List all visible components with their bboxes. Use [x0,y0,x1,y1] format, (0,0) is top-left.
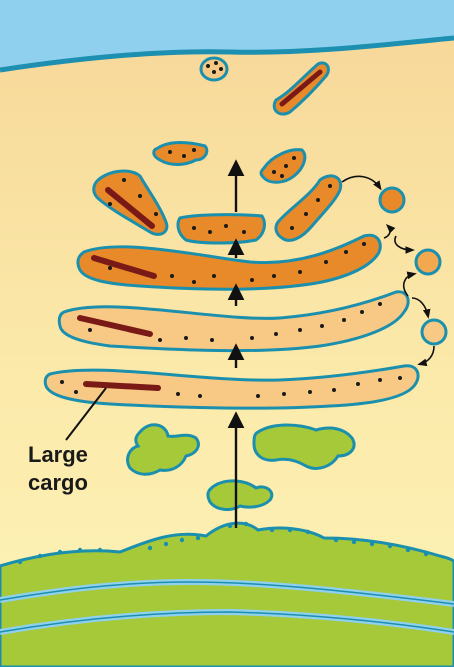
large-cargo-label-line2: cargo [28,470,88,495]
retrograde-vesicle-1 [380,188,404,212]
trans-cisterna-center [178,215,264,243]
secretory-vesicle [201,58,227,80]
retrograde-vesicle-3 [422,320,446,344]
retrograde-vesicle-2 [416,250,440,274]
large-cargo-label-line1: Large [28,442,88,467]
transport-fragment-left [154,143,207,165]
